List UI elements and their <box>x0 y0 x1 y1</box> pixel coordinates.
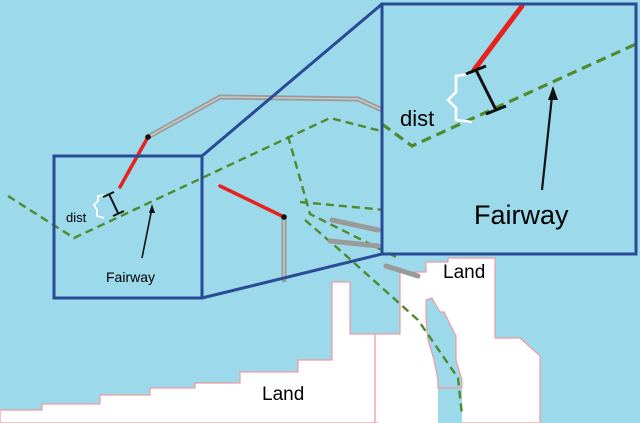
fairway-main <box>7 116 386 240</box>
fairway-label-large: Fairway <box>474 200 569 230</box>
dist-cap-top-small <box>102 191 115 198</box>
dist-bracket-large <box>446 64 507 124</box>
dist-bracket-small <box>92 191 125 219</box>
fairway-pointer-small <box>141 207 153 259</box>
dist-measure-large <box>474 69 498 111</box>
zoom-inset-background <box>382 4 636 254</box>
track-red-zoomed <box>471 3 525 73</box>
track-point-2 <box>281 214 287 220</box>
dist-measure-small <box>108 193 119 214</box>
zoom-inset-frame <box>380 2 638 256</box>
dist-label-large: dist <box>400 106 434 131</box>
fairway-pointer-large <box>540 95 554 191</box>
zoom-connector-top <box>201 2 383 158</box>
land-label-large: Land <box>262 384 304 405</box>
pier-structures <box>327 217 421 279</box>
inset-source-frame <box>52 154 204 300</box>
track-gray-long-inner <box>147 96 383 138</box>
land-label-small: Land <box>443 262 485 283</box>
dist-brace-small <box>92 194 107 219</box>
fairway-pointer-small-head <box>149 204 155 213</box>
pier-1 <box>329 217 381 233</box>
fairway-zoomed <box>381 42 637 148</box>
water-south-inlet <box>438 388 462 423</box>
zoom-inset: dist Fairway <box>380 2 638 256</box>
pier-2 <box>327 238 381 249</box>
land-pier <box>425 297 463 389</box>
dist-cap-bottom-small <box>112 210 125 217</box>
land-main <box>0 281 376 423</box>
track-red-1 <box>118 135 150 189</box>
dist-cap-bottom-large <box>485 104 507 116</box>
land-south-cut <box>378 380 438 423</box>
dist-cap-top-large <box>465 64 487 76</box>
pier-3 <box>383 263 421 279</box>
dist-brace-large <box>446 72 473 124</box>
fairway-label-small: Fairway <box>106 269 155 285</box>
fairway-branch-3 <box>299 200 386 212</box>
zoom-connector-bottom <box>201 252 383 300</box>
track-point-1 <box>145 134 151 140</box>
dist-label-small: dist <box>66 210 87 225</box>
fairway-pointer-large-head <box>548 86 558 100</box>
track-red-2 <box>218 184 286 219</box>
